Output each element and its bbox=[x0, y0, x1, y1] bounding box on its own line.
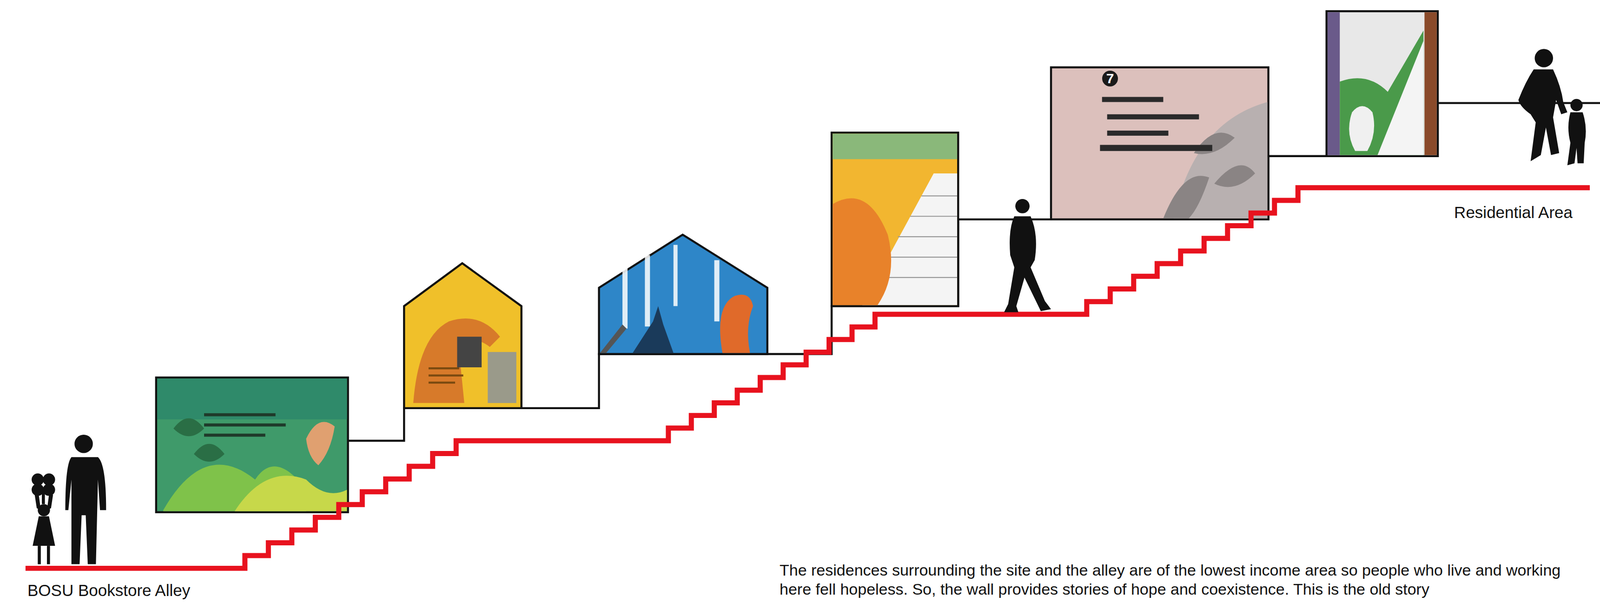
mural-photo bbox=[403, 263, 522, 409]
mural-photo bbox=[831, 132, 959, 306]
mural-photo bbox=[1326, 11, 1438, 157]
place-label: Residential Area bbox=[1454, 203, 1573, 222]
description-text: The residences surrounding the site and … bbox=[779, 560, 1580, 599]
staircase-line bbox=[25, 187, 1590, 569]
person-silhouette bbox=[1518, 48, 1586, 166]
callout-number: 7 bbox=[1102, 70, 1118, 87]
mural-photo bbox=[1051, 67, 1269, 220]
place-label: BOSU Bookstore Alley bbox=[27, 581, 191, 600]
mural-photo bbox=[156, 377, 349, 513]
person-silhouette bbox=[1004, 198, 1052, 313]
person-silhouette bbox=[31, 434, 106, 565]
mural-photo bbox=[599, 234, 768, 355]
